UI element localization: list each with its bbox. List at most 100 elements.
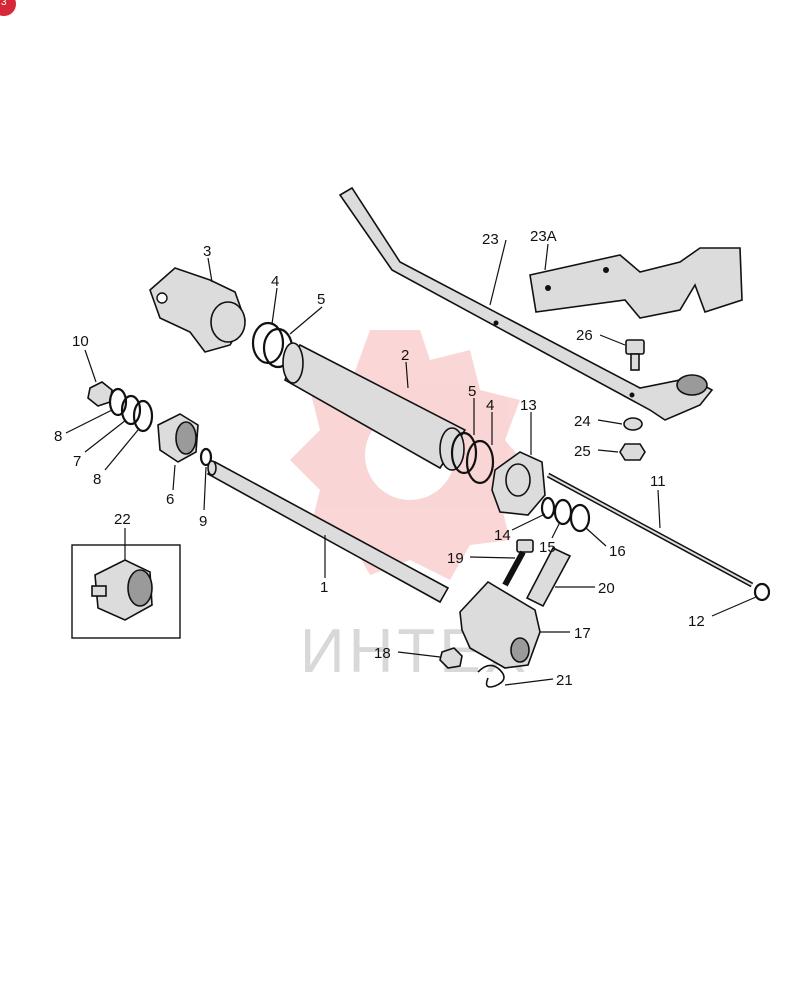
leader-24 bbox=[597, 419, 623, 425]
lever-hole-1 bbox=[493, 320, 499, 326]
leader-3 bbox=[207, 257, 213, 283]
label-21: 21 bbox=[556, 672, 573, 689]
leader-4a bbox=[271, 287, 278, 325]
label-22: 22 bbox=[114, 511, 131, 528]
leader-15 bbox=[551, 521, 561, 539]
label-2: 2 bbox=[401, 347, 409, 364]
label-5a: 5 bbox=[317, 291, 325, 308]
part-9-oring bbox=[199, 447, 213, 467]
part-11-rod bbox=[546, 472, 754, 588]
bolt-19-head bbox=[516, 539, 534, 553]
part-12-clip bbox=[753, 582, 771, 602]
label-8a: 8 bbox=[54, 428, 62, 445]
label-6: 6 bbox=[166, 491, 174, 508]
part-15-ring bbox=[553, 498, 573, 526]
part-20-pin bbox=[525, 546, 572, 608]
leader-16 bbox=[585, 527, 607, 547]
label-14: 14 bbox=[494, 527, 511, 544]
lever-hole-2 bbox=[629, 392, 635, 398]
bolt-head bbox=[625, 339, 645, 355]
inset-part-tab bbox=[91, 585, 107, 597]
part-5-ring-right bbox=[450, 431, 478, 475]
bolt-19-shank bbox=[502, 550, 526, 587]
part-25-nut bbox=[619, 443, 646, 461]
tube-end-left bbox=[282, 342, 304, 384]
label-25: 25 bbox=[574, 443, 591, 460]
label-23: 23 bbox=[482, 231, 499, 248]
leader-14 bbox=[511, 513, 546, 531]
corner-badge-text: 3 bbox=[1, 0, 7, 8]
leader-19 bbox=[469, 556, 516, 559]
label-8b: 8 bbox=[93, 471, 101, 488]
part-labels: 3 4 5 2 5 4 13 10 8 7 8 6 9 22 1 11 12 1… bbox=[54, 228, 705, 689]
part-24-washer bbox=[623, 417, 643, 431]
part-7-ring bbox=[120, 394, 142, 426]
rod-highlight bbox=[547, 474, 753, 586]
end-housing-bore bbox=[505, 463, 531, 497]
leader-11 bbox=[657, 489, 661, 529]
part-8-ring-bottom bbox=[132, 399, 154, 433]
leader-25 bbox=[597, 449, 619, 453]
label-23a: 23A bbox=[530, 228, 557, 245]
pin-20-body bbox=[525, 546, 572, 608]
leader-12 bbox=[711, 596, 757, 617]
part-23-lever bbox=[338, 186, 714, 421]
leader-5a bbox=[289, 306, 323, 335]
part-14-ring bbox=[540, 496, 556, 520]
bolt-shank bbox=[630, 353, 640, 371]
label-24: 24 bbox=[574, 413, 591, 430]
label-1: 1 bbox=[320, 579, 328, 596]
label-20: 20 bbox=[598, 580, 615, 597]
leader-26 bbox=[599, 334, 626, 346]
label-3: 3 bbox=[203, 243, 211, 260]
part-3-housing bbox=[149, 267, 246, 353]
leader-2 bbox=[405, 361, 409, 389]
clevis-hole bbox=[510, 637, 530, 663]
leader-21 bbox=[504, 678, 554, 686]
label-7: 7 bbox=[73, 453, 81, 470]
label-4a: 4 bbox=[271, 273, 279, 290]
label-12: 12 bbox=[688, 613, 705, 630]
label-11: 11 bbox=[650, 473, 666, 490]
bracket-hole-2 bbox=[603, 267, 609, 273]
part-23a-bracket bbox=[529, 247, 743, 319]
inset-part-face bbox=[127, 569, 153, 607]
piston-rod-end bbox=[207, 460, 217, 476]
leader-23 bbox=[489, 239, 507, 306]
leader-8b bbox=[104, 429, 139, 471]
part-13-end-housing bbox=[491, 451, 546, 516]
part-1-piston-rod bbox=[206, 460, 450, 604]
label-16: 16 bbox=[609, 543, 626, 560]
label-17: 17 bbox=[574, 625, 591, 642]
leader-lines bbox=[65, 239, 757, 686]
part-4-ring-right bbox=[465, 439, 495, 485]
label-10: 10 bbox=[72, 333, 89, 350]
leader-9 bbox=[203, 466, 207, 511]
leader-10 bbox=[84, 349, 97, 383]
part-22-inset bbox=[71, 544, 181, 639]
label-4b: 4 bbox=[486, 397, 494, 414]
leader-6 bbox=[172, 464, 176, 491]
label-26: 26 bbox=[576, 327, 593, 344]
part-21-spring-clip bbox=[477, 664, 505, 688]
part-6-piston bbox=[157, 413, 199, 463]
lever-body bbox=[338, 186, 714, 421]
housing-bore bbox=[210, 301, 246, 343]
label-5b: 5 bbox=[468, 383, 476, 400]
corner-badge: 3 bbox=[0, 0, 16, 16]
part-16-ring bbox=[569, 503, 591, 533]
label-13: 13 bbox=[520, 397, 537, 414]
label-9: 9 bbox=[199, 513, 207, 530]
label-15: 15 bbox=[539, 539, 556, 556]
part-17-clevis bbox=[459, 580, 541, 669]
bracket-hole-1 bbox=[545, 285, 551, 291]
part-19-bolt bbox=[502, 539, 534, 587]
leader-8a bbox=[65, 409, 113, 434]
label-18: 18 bbox=[374, 645, 391, 662]
leader-23a bbox=[544, 243, 549, 271]
part-10-nut bbox=[87, 381, 113, 407]
leader-18 bbox=[397, 651, 441, 658]
label-19: 19 bbox=[447, 550, 464, 567]
lever-end-roller bbox=[676, 374, 708, 396]
